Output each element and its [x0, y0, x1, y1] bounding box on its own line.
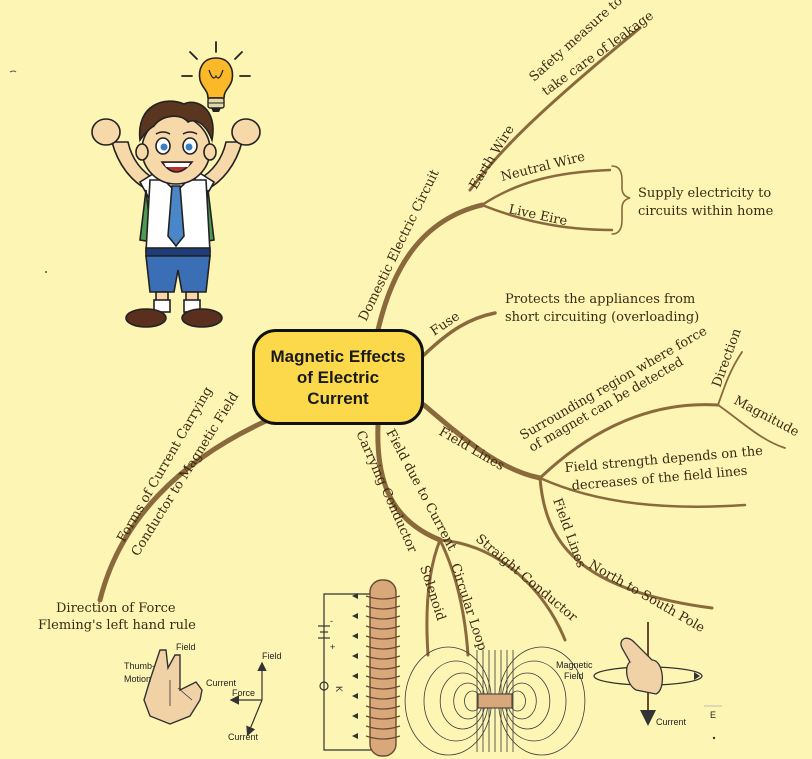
- current-arrow-icon: [352, 733, 358, 739]
- axis-force-label: Force: [232, 688, 255, 698]
- label-protects-1: Protects the appliances from: [505, 292, 695, 307]
- solenoid-turn: [365, 645, 401, 650]
- stray-mark: [9, 70, 17, 73]
- label-supply-1: Supply electricity to: [638, 186, 771, 201]
- branch-forms: [97, 417, 271, 603]
- branch-straight: [438, 538, 567, 642]
- solenoid-turn: [365, 725, 401, 730]
- label-field-due-2: Carrying Conductor: [352, 429, 420, 556]
- label-surround-2: of magnet can be detected: [527, 355, 687, 456]
- central-topic-title: Magnetic Effects of Electric Current: [270, 346, 406, 408]
- branch-fuse: [422, 311, 497, 357]
- label-supply-2: circuits within home: [638, 204, 774, 219]
- label-magnitude: Magnitude: [731, 393, 801, 440]
- label-circular: Circular Loop: [447, 562, 489, 653]
- magnetic-label: Magnetic: [556, 660, 593, 670]
- branch-neutral: [480, 168, 612, 207]
- label-solenoid: Solenoid: [416, 564, 448, 623]
- branch-magnitude: [717, 404, 786, 449]
- axis-field-label: Field: [262, 651, 282, 661]
- label-direction-force: Direction of Force: [56, 601, 176, 616]
- current-arrow-icon: [352, 713, 358, 719]
- branch-direction: [717, 351, 743, 406]
- solenoid-turn: [365, 675, 401, 680]
- branch-earth-wire: [468, 26, 642, 192]
- straight-conductor-illustration: Magnetic Field Current E: [556, 622, 722, 740]
- circular-loop-field-illustration: [404, 646, 586, 756]
- label-live-wire: Live Eire: [507, 202, 569, 229]
- key-label: K: [334, 686, 344, 692]
- fleming-hand-illustration: Field Thumb- Motion Current: [124, 642, 237, 725]
- battery-minus-label: -: [330, 616, 333, 626]
- solenoid-turn: [365, 705, 401, 710]
- current-arrow-icon: [352, 653, 358, 659]
- current-arrow-icon: [352, 693, 358, 699]
- solenoid-turn: [365, 715, 401, 720]
- branch-solenoid: [425, 538, 442, 657]
- field-word-label: Field: [564, 671, 584, 681]
- label-domestic: Domestic Electric Circuit: [356, 167, 443, 324]
- stray-dot: [45, 271, 47, 273]
- solenoid-turn: [365, 605, 401, 610]
- solenoid-turn: [365, 695, 401, 700]
- boy-illustration: [91, 100, 261, 328]
- label-north-south: North to South Pole: [586, 557, 707, 636]
- branch-lines: [97, 26, 786, 657]
- branch-field-due: [375, 422, 443, 543]
- current-arrow-icon: [352, 613, 358, 619]
- branch-domestic: [375, 202, 485, 333]
- solenoid-turn: [365, 665, 401, 670]
- solenoid-turn: [365, 685, 401, 690]
- solenoid-turn: [365, 655, 401, 660]
- branch-surround: [538, 403, 720, 480]
- branch-north-south: [538, 476, 714, 610]
- current-arrow-icon: [352, 633, 358, 639]
- solenoid-turn: [365, 595, 401, 600]
- e-mark-label: E: [710, 710, 716, 720]
- fleming-field-label: Field: [176, 642, 196, 652]
- current-arrow-icon: [352, 673, 358, 679]
- solenoid-circuit-illustration: - + K: [318, 579, 401, 757]
- current-right-label: Current: [656, 717, 687, 727]
- supply-bracket: [611, 165, 631, 235]
- solenoid-turn: [365, 735, 401, 740]
- solenoid-turn: [365, 635, 401, 640]
- force-axes-illustration: Field Force Current: [228, 651, 282, 742]
- solenoid-turn: [365, 625, 401, 630]
- label-field-lines: Field Lines: [436, 424, 507, 473]
- branch-strength: [538, 476, 747, 508]
- central-topic: Magnetic Effects of Electric Current: [252, 329, 424, 425]
- label-flemings: Fleming's left hand rule: [38, 618, 196, 633]
- current-arrow-icon: [352, 593, 358, 599]
- branch-field-lines: [421, 402, 543, 481]
- axis-current-label: Current: [228, 732, 259, 742]
- fleming-motion-label: Motion: [124, 674, 151, 684]
- battery-plus-label: +: [330, 642, 335, 652]
- branch-live: [480, 203, 614, 232]
- fleming-thumb-label: Thumb-: [124, 661, 155, 671]
- label-protects-2: short circuiting (overloading): [505, 310, 699, 325]
- solenoid-turn: [365, 615, 401, 620]
- fleming-current-label: Current: [206, 678, 237, 688]
- branch-circular: [438, 538, 470, 657]
- light-bulb-icon: [181, 41, 251, 112]
